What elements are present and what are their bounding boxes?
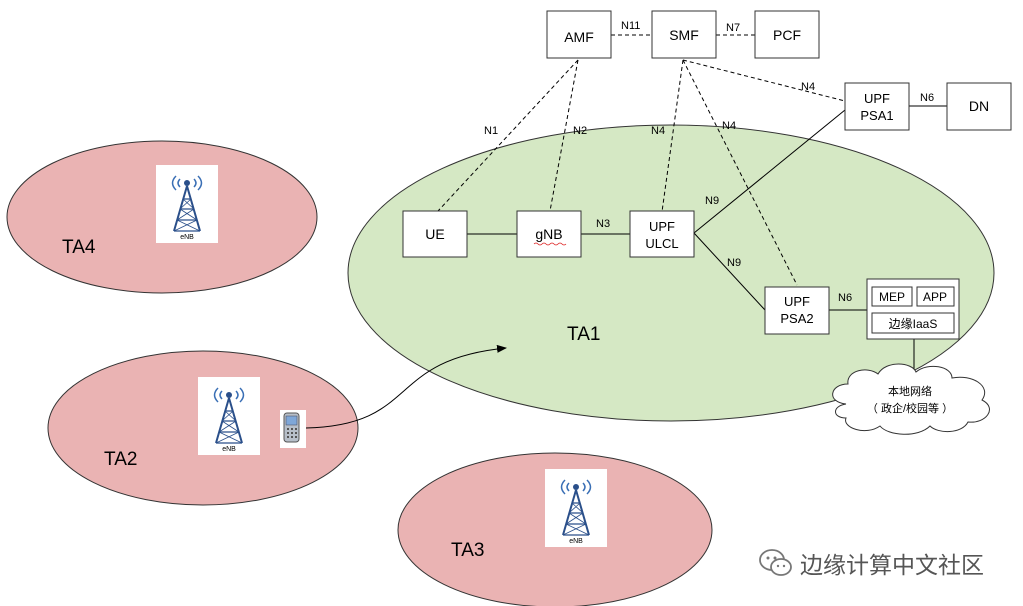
ta1-area [347,124,995,422]
ta1-label: TA1 [567,324,600,345]
app-box [916,286,955,307]
interface-n4-psa2-label: N4 [722,120,736,132]
ta3-tower-icon [544,468,608,548]
smf-box [651,10,717,59]
interface-n2-label: N2 [573,125,587,137]
gnb-box [516,210,582,258]
local-network-cloud [832,363,990,435]
ta4-label: TA4 [62,237,96,258]
mep-label: MEP [879,290,905,304]
ta4-tower-label: eNB [180,234,194,241]
interface-n6-mec-label: N6 [838,292,852,304]
link-n9-psa1 [693,109,846,234]
dn-label: DN [969,98,989,114]
edge-iaas-box [871,312,955,334]
interface-n9-upper-label: N9 [705,195,719,207]
upf-psa2-label-2: PSA2 [780,311,813,326]
smf-label: SMF [669,27,699,43]
interface-n6-dn-label: N6 [920,92,934,104]
watermark: 边缘计算中文社区 [758,546,984,580]
upf-ulcl-label-1: UPF [649,219,675,234]
upf-psa1-box [844,82,910,131]
ta4-tower-icon [155,164,219,244]
upf-ulcl-label-2: ULCL [645,236,678,251]
watermark-text: 边缘计算中文社区 [800,553,984,579]
local-network-label-1: 本地网络 [888,384,932,398]
interface-n7-label: N7 [726,22,740,34]
wechat-icon [759,549,792,576]
upf-psa2-label-1: UPF [784,294,810,309]
link-n1 [437,59,579,212]
local-network-label-2: （ 政企/校园等 ） [867,401,953,415]
ta2-tower-label: eNB [222,446,236,453]
link-n2 [549,59,579,212]
gnb-spellcheck-underline [533,242,567,246]
ta2-label: TA2 [104,449,137,470]
upf-psa1-label-1: UPF [864,91,890,106]
upf-psa1-label-2: PSA1 [860,108,893,123]
amf-label: AMF [564,29,594,45]
phone-icon [280,410,306,448]
ta2-tower-icon [197,376,261,456]
ue-label: UE [425,226,444,242]
link-n4-psa2 [682,59,798,286]
ta3-tower-label: eNB [569,538,583,545]
interface-n4-ulcl-label: N4 [651,125,665,137]
interface-n11-label: N11 [621,20,640,32]
link-n4-ulcl [660,59,684,220]
interface-n9-lower-label: N9 [727,257,741,269]
app-label: APP [923,290,947,304]
pcf-label: PCF [773,27,801,43]
ta3-label: TA3 [451,540,484,561]
interface-n3-label: N3 [596,218,610,230]
amf-box [546,10,612,59]
edge-iaas-label: 边缘IaaS [889,317,938,331]
ue-box [402,210,468,258]
interface-n1-label: N1 [484,125,498,137]
mobility-arrow [305,344,507,429]
upf-psa2-box [764,286,830,335]
link-n4-psa1 [682,59,846,102]
upf-ulcl-box [629,210,695,258]
link-n9-psa2 [693,232,766,311]
dn-box [946,82,1012,131]
mep-box [871,286,913,307]
pcf-box [754,10,820,59]
interface-n4-psa1-label: N4 [801,81,815,93]
gnb-label: gNB [535,226,562,242]
